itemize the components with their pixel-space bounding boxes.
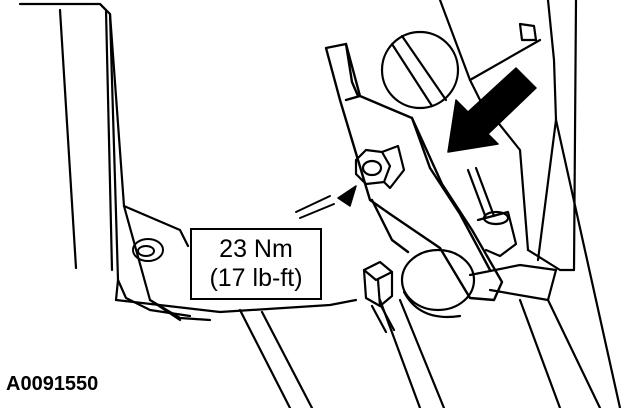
- lower-round-boss: [400, 248, 476, 318]
- rod-connector: [466, 166, 518, 258]
- bolt-head: [354, 144, 406, 190]
- torque-nm-value: 23 Nm: [219, 235, 293, 263]
- upper-round-hole: [380, 30, 460, 110]
- torque-spec-callout: 23 Nm (17 lb-ft): [190, 228, 322, 300]
- indicator-arrow: [447, 67, 537, 153]
- steering-shaft: [238, 298, 562, 408]
- leader-dashes: [295, 195, 335, 219]
- bolt-pointer-arrowhead: [337, 185, 357, 207]
- lever-arm: [324, 42, 504, 302]
- torque-lbft-value: (17 lb-ft): [209, 264, 303, 292]
- left-bracket-panel: [18, 2, 358, 322]
- column-housing: [438, 0, 622, 408]
- left-bracket-hole: [132, 238, 164, 262]
- small-connector-block: [362, 260, 396, 334]
- figure-id-label: A0091550: [6, 373, 99, 395]
